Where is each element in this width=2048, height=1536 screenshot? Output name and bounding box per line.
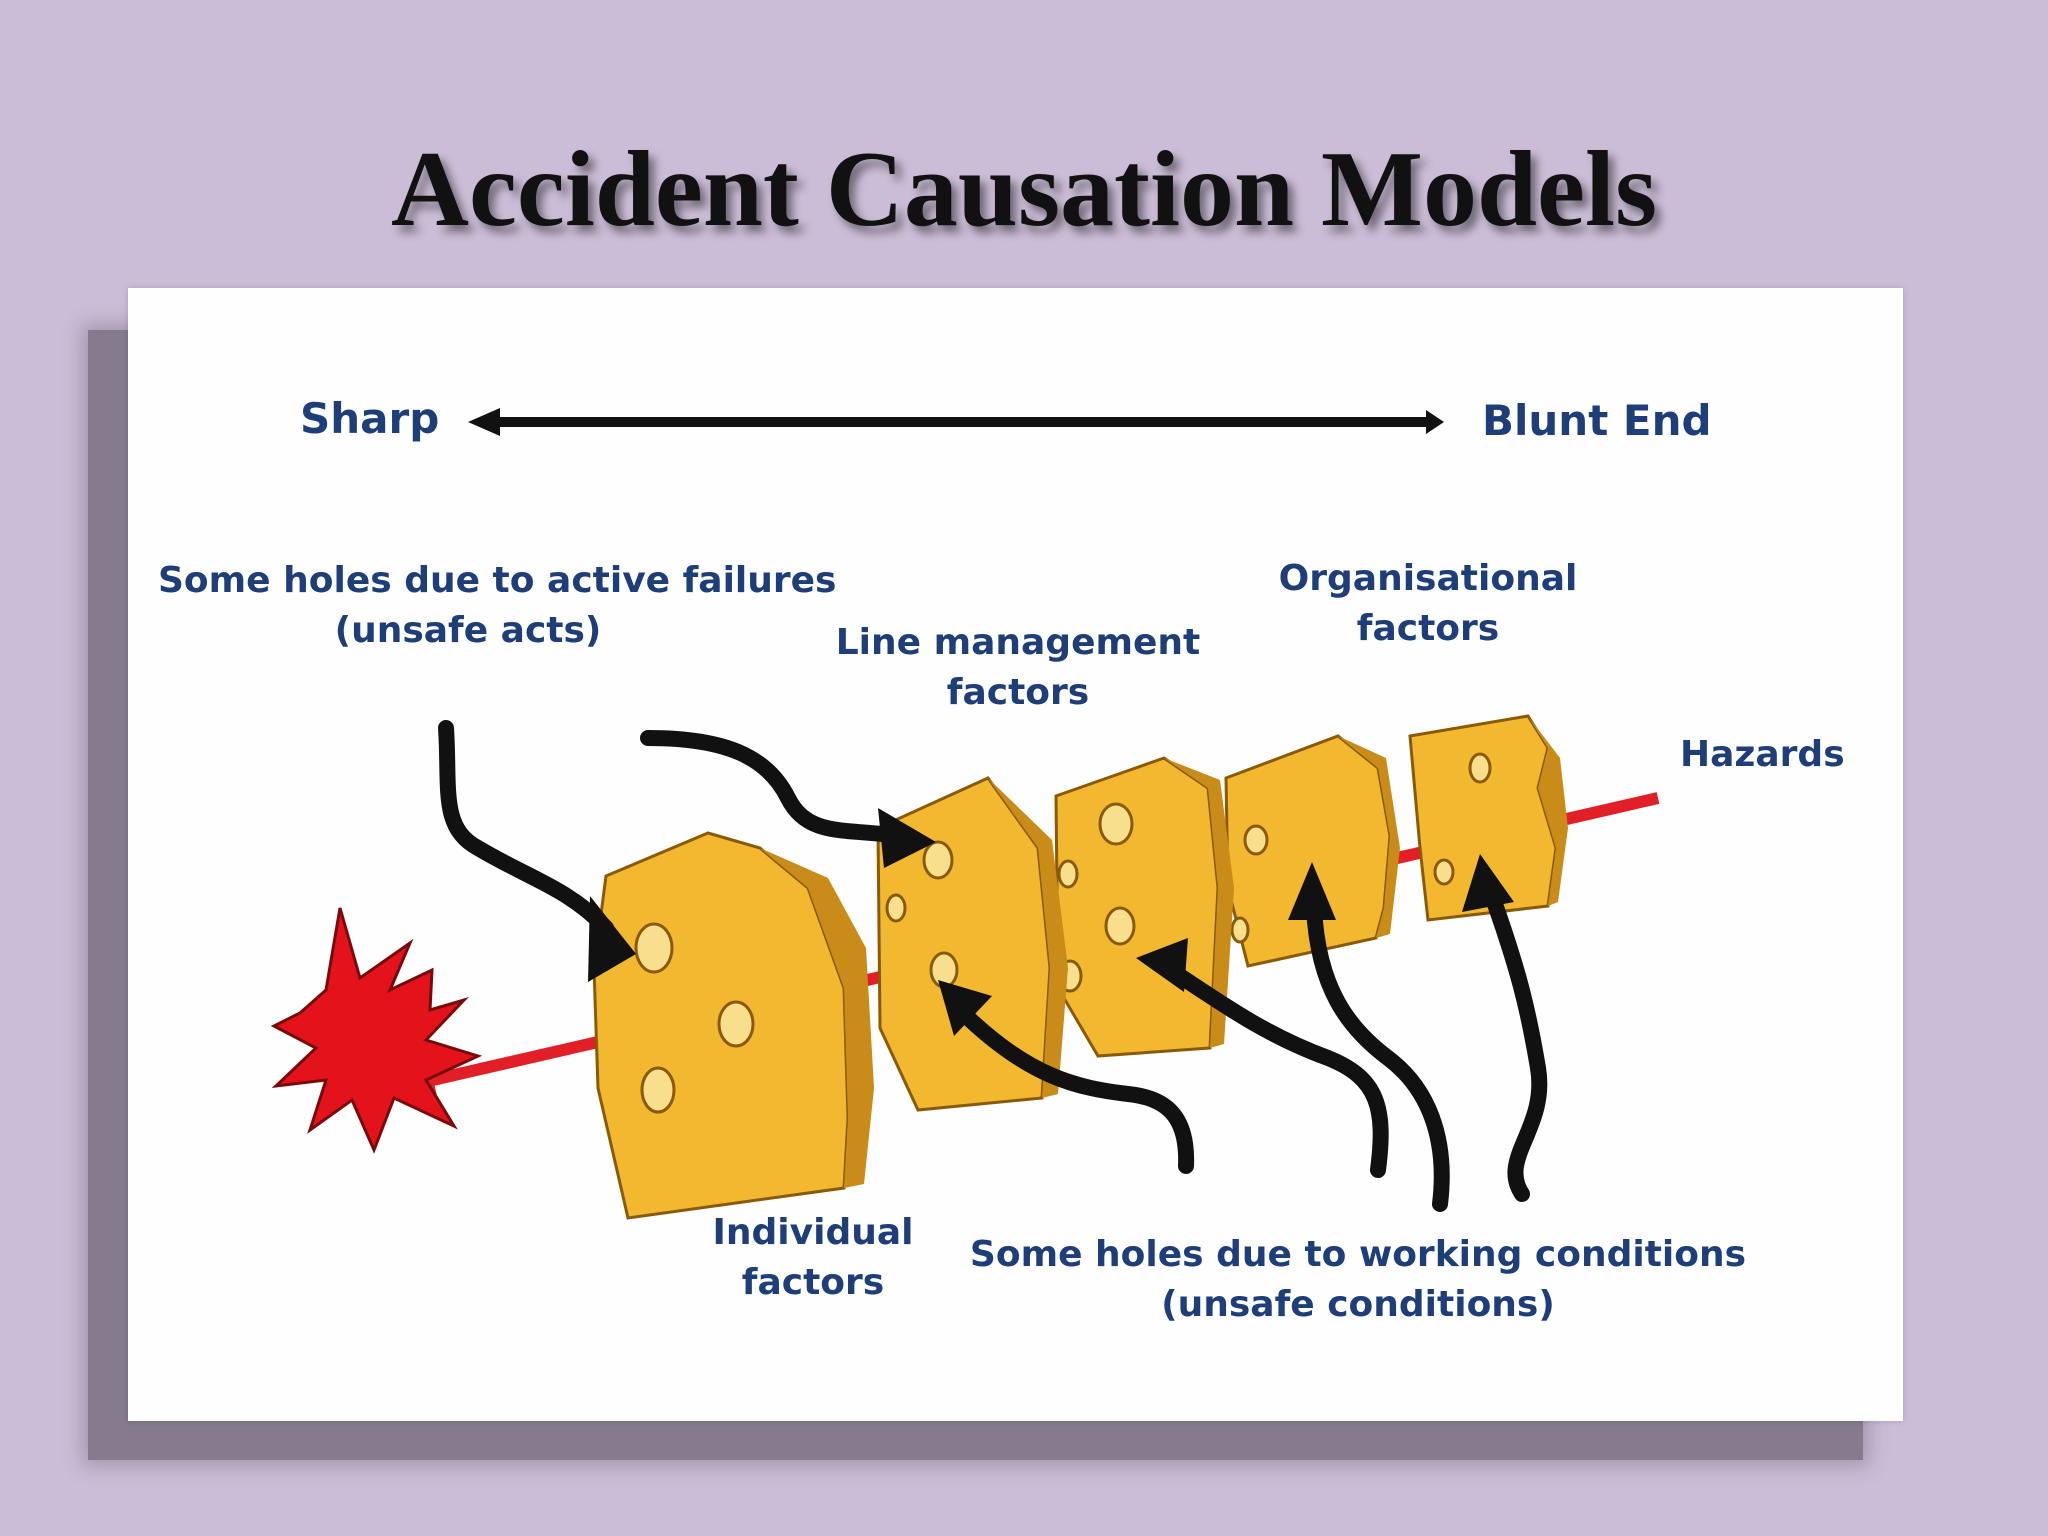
arrowhead-active-failure-1-icon	[588, 896, 636, 982]
arrowhead-working-condition-1-icon	[938, 980, 992, 1036]
swiss-cheese-diagram	[270, 408, 1660, 1220]
label-organisational-line1: Organisational	[1278, 558, 1578, 599]
label-individual-line2: factors	[741, 1262, 885, 1303]
label-line-management-line1: Line management	[835, 622, 1201, 663]
arrowhead-working-condition-4-icon	[1462, 854, 1514, 912]
arrowhead-active-failure-2-icon	[878, 808, 936, 868]
arrow-working-condition-4	[1482, 882, 1548, 1202]
arrow-working-condition-2	[1160, 960, 1389, 1178]
label-individual-factors: Individual factors	[658, 1208, 968, 1308]
axis-left-arrowhead-icon	[468, 408, 500, 436]
active-failure-arrows	[438, 720, 906, 936]
explosion-icon	[270, 907, 483, 1154]
diagram-frame: Sharp Blunt End Some holes due to active…	[128, 288, 1903, 1421]
label-organisational-line2: factors	[1356, 608, 1500, 649]
label-hazards: Hazards	[1680, 734, 1845, 775]
label-working-conditions-line1: Some holes due to working conditions	[969, 1234, 1747, 1275]
working-condition-arrows	[950, 882, 1548, 1212]
cheese-slice-4	[1224, 734, 1400, 968]
arrow-active-failure-2	[640, 730, 906, 844]
label-line-management-line2: factors	[946, 672, 1090, 713]
arrow-working-condition-1	[950, 1000, 1195, 1174]
label-organisational: Organisational factors	[1268, 554, 1588, 654]
label-active-failures-line2: (unsafe acts)	[334, 610, 602, 651]
cheese-slice-5	[1408, 714, 1568, 922]
cheese-slice-2	[876, 776, 1068, 1112]
arrow-active-failure-1	[438, 720, 614, 936]
label-line-management: Line management factors	[828, 618, 1208, 718]
label-working-conditions: Some holes due to working conditions (un…	[958, 1230, 1758, 1330]
sharp-blunt-axis	[468, 408, 1444, 436]
slide-title: Accident Causation Models	[391, 130, 1657, 249]
arrowhead-working-condition-2-icon	[1136, 938, 1188, 992]
arrowhead-working-condition-3-icon	[1288, 862, 1336, 920]
cheese-slice-3	[1054, 756, 1234, 1058]
arrow-working-condition-3	[1306, 900, 1450, 1212]
label-working-conditions-line2: (unsafe conditions)	[1161, 1284, 1555, 1325]
axis-label-blunt-end: Blunt End	[1482, 396, 1712, 445]
axis-right-diamond-icon	[1426, 410, 1444, 434]
cheese-slice-1	[592, 831, 874, 1220]
label-active-failures-line1: Some holes due to active failures	[158, 560, 837, 601]
axis-label-sharp: Sharp	[300, 394, 440, 443]
label-individual-line1: Individual	[712, 1212, 914, 1253]
label-active-failures: Some holes due to active failures (unsaf…	[158, 556, 837, 656]
